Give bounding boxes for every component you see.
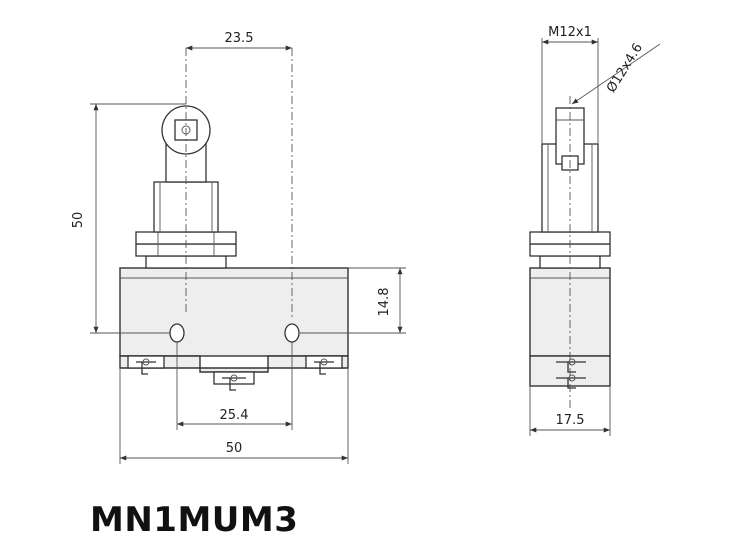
dim-thread: M12x1 (548, 25, 592, 40)
switch-body (119, 267, 349, 357)
dim-terminal-spacing: 25.4 (220, 408, 249, 423)
dim-bottom-width: 50 (226, 441, 243, 456)
model-number: MN1MUM3 (90, 500, 299, 540)
dim-top-width: 23.5 (225, 31, 254, 46)
dim-side-width: 17.5 (556, 413, 585, 428)
mounting-hole-right (284, 323, 300, 343)
side-terminals (556, 358, 586, 389)
terminal-center (213, 371, 255, 391)
front-dimensions: 23.5 50 14.8 25.4 50 (71, 31, 406, 464)
front-view (119, 48, 349, 391)
mounting-hole-left (169, 323, 185, 343)
dim-height-body: 14.8 (377, 288, 392, 317)
dim-height-total: 50 (71, 212, 86, 229)
dim-roller: Ø12x4.6 (604, 41, 646, 96)
terminal-left (127, 355, 165, 375)
threaded-bushing (153, 181, 219, 233)
terminal-right (305, 355, 343, 375)
side-view (529, 96, 611, 410)
